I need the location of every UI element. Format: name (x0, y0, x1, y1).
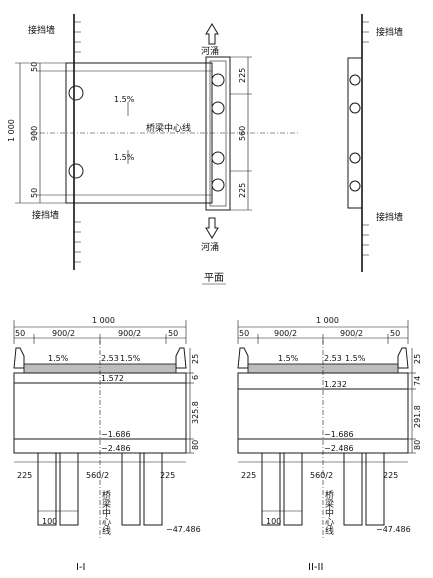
plan-pile-right-3 (211, 151, 225, 165)
s2-elev-low1: −1.686 (324, 430, 354, 439)
s2-pile-4 (365, 452, 385, 526)
s1-pile-1 (37, 452, 57, 526)
plan-view: 接挡墙 接挡墙 河涌 河涌 桥梁中心线 1.5% 1.5% 1 000 50 9… (7, 14, 403, 285)
s2-dim-v1: 25 (413, 354, 422, 364)
s1-pile-3 (121, 452, 141, 526)
plan-dim-right-bot: 225 (238, 183, 247, 198)
plan-dim-bot: 50 (30, 188, 39, 198)
s2-elev-mid: 1.232 (324, 380, 347, 389)
s1-dim-half-r: 900/2 (118, 329, 141, 338)
s1-dim-half-l: 900/2 (52, 329, 75, 338)
s2-dim-half-l: 900/2 (274, 329, 297, 338)
s1-elev-mid: 1.572 (101, 374, 124, 383)
s2-pile-width: 100 (266, 517, 281, 526)
s2-title: II-II (308, 562, 323, 573)
s1-dim-v2: 6 (191, 375, 200, 380)
s2-elev-top: 2.53 (324, 354, 342, 363)
s2-pile-1 (261, 452, 281, 526)
s2-dim-50a: 50 (239, 329, 249, 338)
s2-rail-right (397, 347, 409, 369)
s2-dim-half-r: 900/2 (340, 329, 363, 338)
s2-pile-560: 560/2 (310, 471, 333, 480)
plan-slope-lower: 1.5% (114, 153, 135, 162)
s1-dim-v3: 325.8 (191, 401, 200, 424)
plan-dim-right-top: 225 (238, 68, 247, 83)
plan-label-wall-top: 接挡墙 (28, 24, 55, 36)
s1-pile-2 (59, 452, 79, 526)
plan-pile-right-2 (211, 101, 225, 115)
plan-pile-left-top (68, 85, 84, 101)
s1-dim-50a: 50 (15, 329, 25, 338)
s2-slope-r: 1.5% (345, 354, 366, 363)
plan-right-wall-bottom: 接挡墙 (376, 211, 403, 223)
s1-dim-50b: 50 (168, 329, 178, 338)
s2-elev-low2: −2.486 (324, 444, 354, 453)
plan-pile-right-1 (211, 73, 225, 87)
s1-slope-l: 1.5% (48, 354, 69, 363)
section-2: 1 000 50 900/2 900/2 50 1.5% 1.5% 2.53 1… (237, 316, 422, 573)
plan-title: 平面 (204, 273, 224, 284)
plan-dim-mid: 900 (30, 126, 39, 141)
s1-rail-left (13, 347, 25, 369)
s1-elev-low2: −2.486 (101, 444, 131, 453)
s2-dim-v4: 80 (413, 440, 422, 450)
plan-pile-right-4 (211, 178, 225, 192)
s1-rail-right (175, 347, 187, 369)
s1-pile-elev: −47.486 (166, 525, 201, 534)
s1-pile-width: 100 (42, 517, 57, 526)
plan-slope-upper: 1.5% (114, 95, 135, 104)
s2-rail-left (237, 347, 249, 369)
river-arrow-down-icon (205, 217, 219, 239)
s2-dim-total: 1 000 (316, 316, 339, 325)
s2-slope-l: 1.5% (278, 354, 299, 363)
s2-pile-225b: 225 (383, 471, 398, 480)
s1-pile-560: 560/2 (86, 471, 109, 480)
s1-dim-v4: 80 (191, 440, 200, 450)
plan-label-centerline: 桥梁中心线 (146, 122, 191, 134)
plan-right-abutment (347, 57, 363, 209)
plan-left-hatch (74, 21, 81, 263)
s2-dim-50b: 50 (390, 329, 400, 338)
s2-pile-225a: 225 (241, 471, 256, 480)
s1-pile-225b: 225 (160, 471, 175, 480)
s1-pile-4 (143, 452, 163, 526)
plan-label-wall-bottom: 接挡墙 (32, 209, 59, 221)
section-1: 1 000 50 900/2 900/2 50 1.5% 1.5% 2.53 1… (13, 316, 201, 573)
plan-label-river-bottom: 河涌 (201, 241, 219, 253)
plan-dim-top: 50 (30, 62, 39, 72)
s2-dim-v2: 74 (413, 376, 422, 386)
plan-dim-total: 1 000 (7, 119, 16, 142)
s1-slope-r: 1.5% (120, 354, 141, 363)
s2-pile-3 (343, 452, 363, 526)
s1-dim-total: 1 000 (92, 316, 115, 325)
s1-pile-225a: 225 (17, 471, 32, 480)
plan-label-river-top: 河涌 (201, 45, 219, 57)
s2-pile-2 (283, 452, 303, 526)
s2-pile-elev: −47.486 (376, 525, 411, 534)
river-arrow-up-icon (205, 23, 219, 45)
s1-elev-low1: −1.686 (101, 430, 131, 439)
plan-dim-right-mid: 560 (238, 126, 247, 141)
s2-dim-v3: 291.8 (413, 405, 422, 428)
s1-centerline: 桥梁中心线 (100, 489, 111, 535)
plan-right-wall-top: 接挡墙 (376, 26, 403, 38)
plan-pile-left-bottom (68, 163, 84, 179)
s1-elev-top: 2.53 (101, 354, 119, 363)
plan-right-cap (205, 56, 231, 211)
s1-dim-v1: 25 (191, 354, 200, 364)
s1-title: I-I (76, 562, 86, 573)
s2-centerline: 桥梁中心线 (323, 489, 334, 535)
